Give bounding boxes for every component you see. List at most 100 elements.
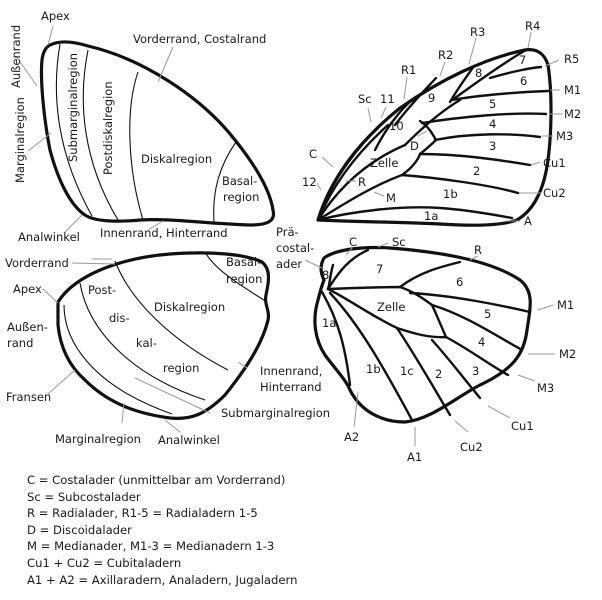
hindwing-postdiskal-label-4: region bbox=[163, 361, 199, 375]
leader-fw-r2 bbox=[439, 61, 446, 77]
hindwing-postdiskal-label-3: kal- bbox=[136, 336, 157, 350]
vein-legend: C = Costalader (unmittelbar am Vorderran… bbox=[27, 472, 297, 588]
forewing-apex-label: Apex bbox=[41, 9, 70, 23]
hw-cell-3: 3 bbox=[472, 364, 479, 378]
fw-cell-2: 2 bbox=[473, 164, 480, 178]
leader-hw-r bbox=[469, 255, 479, 261]
fw-label-a: A bbox=[524, 214, 532, 228]
hw-label-m1: M1 bbox=[557, 298, 574, 312]
vein-sc bbox=[316, 123, 390, 222]
leader-fw-m bbox=[373, 191, 385, 197]
leader-hw-marginal bbox=[121, 402, 125, 424]
forewing-regions: Apex Außenrand Vorderrand, Costalrand Ma… bbox=[9, 9, 276, 244]
hw-label-m3: M3 bbox=[537, 381, 554, 395]
forewing-vorderrand-label: Vorderrand, Costalrand bbox=[133, 32, 266, 46]
fw-label-12: 12 bbox=[302, 175, 317, 189]
hindwing-analwinkel-label: Analwinkel bbox=[158, 433, 220, 447]
hw-basal-line bbox=[204, 251, 268, 303]
forewing-submarginalregion-label: Submarginalregion bbox=[66, 53, 80, 162]
vein-r2 bbox=[393, 76, 438, 127]
leader-innenrand bbox=[147, 220, 164, 231]
vein-r bbox=[316, 143, 407, 222]
leader-hw-a2 bbox=[353, 391, 359, 428]
leader-hw-c bbox=[345, 247, 353, 256]
fw-cell-3: 3 bbox=[489, 139, 496, 153]
hw-label-r: R bbox=[474, 243, 482, 257]
hw-cell-5: 5 bbox=[484, 307, 491, 321]
leader-marginal bbox=[27, 132, 52, 152]
leader-analwinkel bbox=[64, 214, 83, 233]
postdiskal-line bbox=[82, 49, 119, 221]
hw-label-a2: A2 bbox=[344, 430, 359, 444]
leader-hw-fransen bbox=[47, 369, 76, 395]
fw-cell-4: 4 bbox=[489, 117, 496, 131]
forewing-innenrand-label: Innenrand, Hinterrand bbox=[100, 226, 228, 240]
forewing-basalregion-label-2: region bbox=[223, 190, 259, 204]
hw-label-m2: M2 bbox=[559, 347, 576, 361]
hw-cell-2: 2 bbox=[435, 367, 442, 381]
vein-c bbox=[316, 133, 372, 222]
legend-line: Cu1 + Cu2 = Cubitaladern bbox=[27, 555, 182, 570]
hw-vein-cu2 bbox=[395, 326, 452, 417]
hw-vein-sc bbox=[326, 248, 370, 291]
hw-postdiskal-line bbox=[114, 260, 229, 371]
hw-vein-a2 bbox=[320, 290, 352, 387]
hindwing-innenrand-label-2: Hinterrand bbox=[260, 380, 322, 394]
leader-fw-sc bbox=[367, 107, 372, 123]
fw-label-c: C bbox=[309, 147, 317, 161]
vein-m3 bbox=[433, 133, 542, 142]
leader-apex bbox=[47, 25, 54, 46]
hindwing-aussenrand-label-1: Außen- bbox=[7, 320, 48, 334]
fw-label-m2: M2 bbox=[564, 107, 581, 121]
leader-hw-submarginal bbox=[134, 377, 211, 414]
fw-label-sc: Sc bbox=[358, 92, 372, 106]
leader-fw-cu1 bbox=[530, 161, 541, 166]
hw-vein-discoidal bbox=[430, 303, 448, 339]
vein-cu1 bbox=[418, 152, 532, 167]
hw-cell-8: 8 bbox=[322, 268, 329, 282]
leader-aussenrand bbox=[15, 55, 38, 87]
hw-vein-m3 bbox=[444, 335, 510, 377]
fw-label-r3: R3 bbox=[470, 25, 485, 39]
fw-cell-10: 10 bbox=[389, 119, 404, 133]
fw-label-m: M bbox=[386, 191, 396, 205]
fw-label-d: D bbox=[410, 139, 419, 153]
fw-venation-outline bbox=[316, 48, 553, 227]
leader-hw-praecostal bbox=[304, 259, 323, 269]
leader-hw-apex bbox=[42, 288, 59, 304]
vein-r4 bbox=[453, 48, 528, 100]
vein-r1 bbox=[373, 98, 414, 152]
forewing-analwinkel-label: Analwinkel bbox=[18, 230, 80, 244]
hw-label-sc: Sc bbox=[392, 235, 406, 249]
hw-label-cu1: Cu1 bbox=[511, 419, 534, 433]
legend-line: D = Discoidalader bbox=[27, 522, 132, 537]
leader-hw-sc bbox=[377, 242, 389, 248]
vein-cu2 bbox=[400, 173, 520, 195]
fw-label-11: 11 bbox=[380, 92, 395, 106]
fw-label-m1: M1 bbox=[564, 83, 581, 97]
vein-discoidal bbox=[418, 119, 438, 156]
hindwing-basalregion-label-2: region bbox=[226, 272, 262, 286]
vein-a bbox=[316, 206, 514, 222]
hw-vein-m1 bbox=[408, 291, 532, 314]
leader-hw-m1 bbox=[537, 304, 554, 311]
leader-fw-c bbox=[321, 156, 334, 168]
leader-fw-r3 bbox=[468, 37, 477, 65]
leader-hw-m3 bbox=[517, 374, 536, 382]
legend-line: M = Medianader, M1-3 = Medianadern 1-3 bbox=[27, 539, 275, 554]
leader-hw-innenrand bbox=[237, 361, 248, 369]
hw-venation-outline bbox=[313, 245, 532, 424]
forewing-diskalregion-label: Diskalregion bbox=[141, 152, 212, 166]
hw-cell-1b: 1b bbox=[366, 362, 381, 376]
hindwing-apex-label: Apex bbox=[13, 282, 42, 296]
fw-cell-9: 9 bbox=[428, 91, 435, 105]
forewing-basalregion-label-1: Basal- bbox=[222, 174, 257, 188]
hw-cell-6: 6 bbox=[456, 275, 463, 289]
leader-hw-vorderrand bbox=[71, 262, 116, 265]
hindwing-regions: Vorderrand Apex Außen- rand Fransen Marg… bbox=[5, 251, 330, 447]
hw-cell-7: 7 bbox=[376, 262, 383, 276]
hindwing-postdiskal-label-1: Post- bbox=[88, 283, 116, 297]
hw-label-praecostal-1: Prä- bbox=[276, 225, 299, 239]
fw-cell-1a: 1a bbox=[424, 209, 438, 223]
legend-line: A1 + A2 = Axillaradern, Analadern, Jugal… bbox=[27, 572, 298, 587]
